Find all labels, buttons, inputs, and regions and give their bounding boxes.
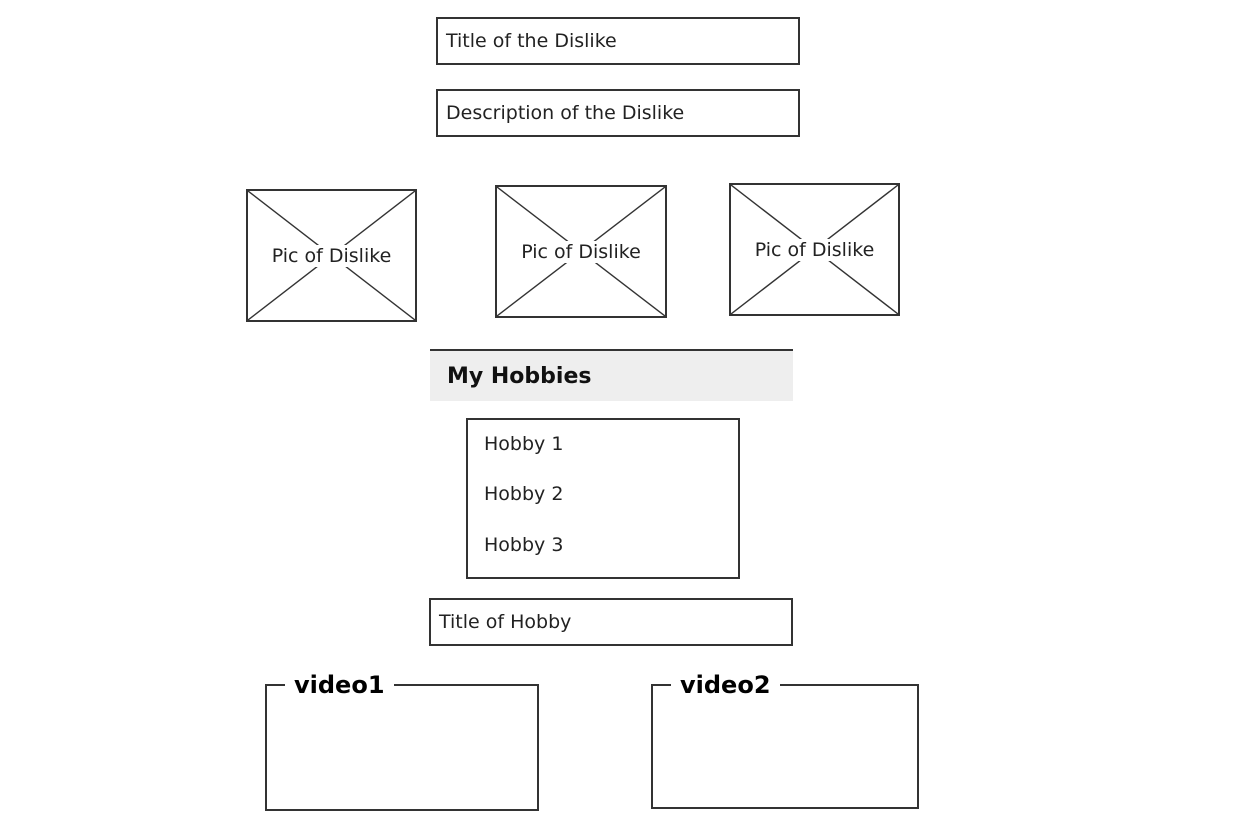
- hobby-item-1[interactable]: Hobby 1: [484, 433, 564, 455]
- hobby-title-placeholder: Title of Hobby: [439, 611, 572, 633]
- dislike-description-field[interactable]: Description of the Dislike: [436, 89, 800, 137]
- video-2-container[interactable]: video2: [651, 671, 919, 809]
- dislike-title-placeholder: Title of the Dislike: [446, 30, 617, 52]
- hobby-title-field[interactable]: Title of Hobby: [429, 598, 793, 646]
- dislike-title-field[interactable]: Title of the Dislike: [436, 17, 800, 65]
- dislike-picture-3: Pic of Dislike: [729, 183, 900, 316]
- picture-label: Pic of Dislike: [520, 240, 642, 263]
- dislike-picture-1: Pic of Dislike: [246, 189, 417, 322]
- hobbies-header: My Hobbies: [430, 349, 793, 401]
- hobby-item-2[interactable]: Hobby 2: [484, 483, 564, 505]
- hobby-item-3[interactable]: Hobby 3: [484, 534, 564, 556]
- hobbies-list: Hobby 1 Hobby 2 Hobby 3: [466, 418, 740, 579]
- video-2-label: video2: [671, 671, 780, 699]
- picture-label: Pic of Dislike: [270, 244, 393, 267]
- dislike-picture-2: Pic of Dislike: [495, 185, 667, 318]
- picture-label: Pic of Dislike: [753, 238, 876, 261]
- dislike-description-placeholder: Description of the Dislike: [446, 102, 685, 124]
- hobbies-header-label: My Hobbies: [447, 363, 592, 389]
- video-1-container[interactable]: video1: [265, 671, 539, 811]
- video-1-label: video1: [285, 671, 394, 699]
